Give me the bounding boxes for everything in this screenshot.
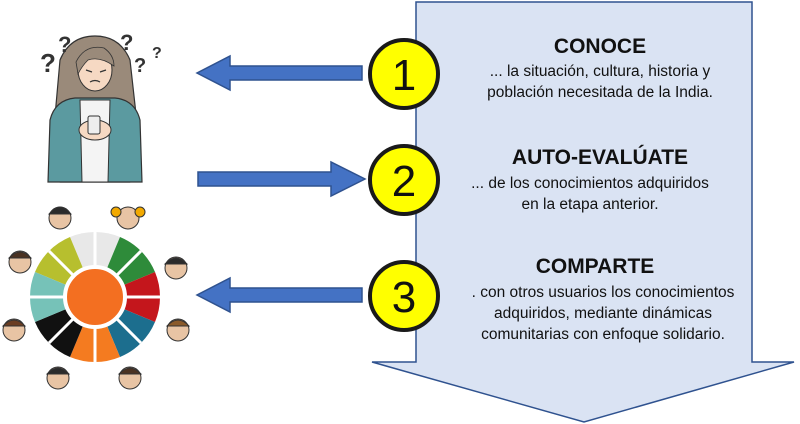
step-1-desc-line-1: ... la situación, cultura, historia y: [489, 63, 711, 80]
step-1-desc-line-2: población necesitada de la India.: [487, 84, 713, 101]
svg-text:?: ?: [120, 30, 133, 55]
confused-woman-with-phone-icon: ? ? ? ? ?: [40, 30, 162, 183]
step-3-number: 3: [392, 273, 416, 322]
step-1-number: 1: [392, 51, 416, 100]
svg-text:?: ?: [40, 48, 56, 78]
big-down-arrow: [371, 1, 795, 423]
svg-text:?: ?: [58, 32, 71, 57]
step-1-number-circle: 1: [368, 38, 440, 110]
step-3-desc-line-1: . con otros usuarios los conocimientos: [471, 284, 735, 301]
svg-text:?: ?: [152, 45, 162, 62]
step-1-title: CONOCE: [553, 35, 647, 58]
arrow-left-step-1: [195, 54, 363, 92]
arrow-left-step-3: [195, 276, 363, 314]
community-circle-icon: [1, 206, 191, 390]
step-2-desc-line-1: ... de los conocimientos adquiridos: [471, 175, 709, 192]
step-3-desc-line-3: comunitarias con enfoque solidario.: [481, 326, 725, 343]
svg-text:?: ?: [134, 55, 146, 77]
step-3-desc-line-2: adquiridos, mediante dinámicas: [494, 305, 712, 322]
step-2-number-circle: 2: [368, 144, 440, 216]
step-3-number-circle: 3: [368, 260, 440, 332]
step-2-title: AUTO-EVALÚATE: [511, 146, 689, 169]
arrow-right-step-2: [197, 160, 367, 198]
step-2-desc-line-2: en la etapa anterior.: [521, 196, 659, 213]
step-2-number: 2: [392, 157, 416, 206]
step-3-title: COMPARTE: [535, 255, 655, 278]
